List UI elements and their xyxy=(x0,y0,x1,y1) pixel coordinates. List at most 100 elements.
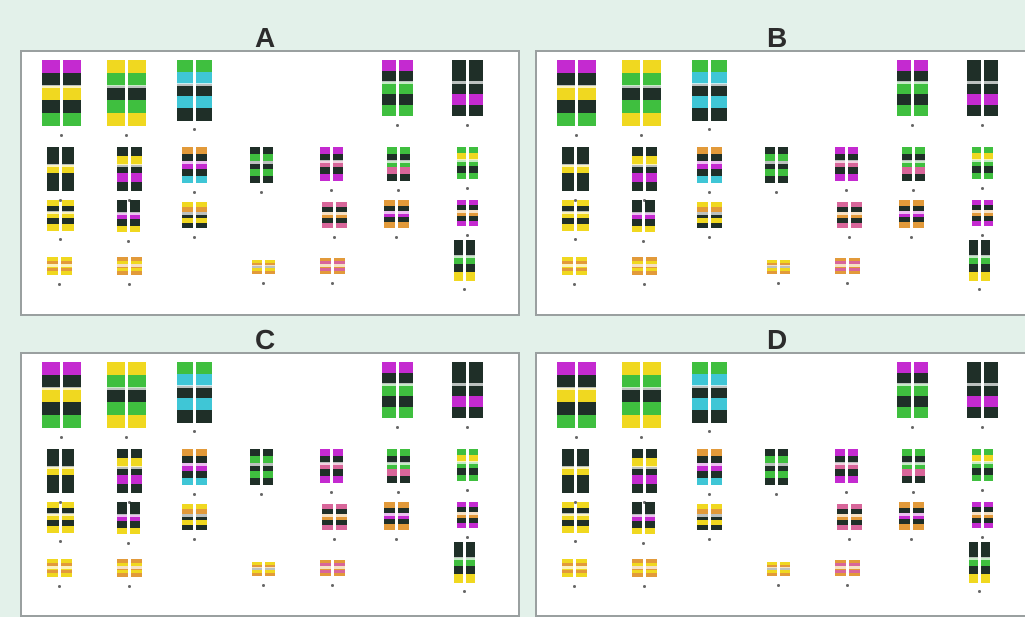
chromosome-band xyxy=(643,388,661,402)
chromosome-band xyxy=(42,86,60,100)
chromosome-label-mark xyxy=(395,236,398,239)
centromere xyxy=(399,81,413,84)
centromere xyxy=(117,164,128,167)
chromosome xyxy=(562,147,574,191)
chromosome-band xyxy=(400,174,410,181)
chromosome xyxy=(469,60,483,116)
chromosome-label-mark xyxy=(396,124,399,127)
chromosome-label-mark xyxy=(574,238,577,241)
centromere xyxy=(182,463,193,466)
chromosome-label-mark xyxy=(775,191,778,194)
chromosome-band xyxy=(336,525,347,531)
centromere xyxy=(400,462,410,465)
chromosome-label-mark xyxy=(396,426,399,429)
chromosome-band xyxy=(578,388,596,402)
chromosome-band xyxy=(457,221,466,227)
chromosome xyxy=(972,449,981,481)
centromere xyxy=(469,159,478,162)
chromosome-band xyxy=(42,415,60,429)
chromosome-band xyxy=(47,484,59,493)
chromosome xyxy=(382,362,396,418)
chromosome xyxy=(469,502,478,528)
chromosome xyxy=(562,559,573,577)
chromosome-band xyxy=(398,222,409,228)
chromosome-band xyxy=(967,362,981,374)
chromosome xyxy=(577,449,589,493)
chromosome xyxy=(849,258,860,274)
chromosome-band xyxy=(177,362,193,375)
chromosome xyxy=(400,147,410,181)
chromosome xyxy=(711,449,722,485)
chromosome-band xyxy=(711,398,727,411)
chromosome xyxy=(42,362,60,428)
chromosome xyxy=(562,502,574,532)
chromosome-band xyxy=(778,478,788,486)
chromosome-band xyxy=(578,113,596,127)
chromosome-band xyxy=(452,407,466,419)
chromosome xyxy=(399,60,413,116)
chromosome-band xyxy=(177,96,193,109)
centromere xyxy=(47,264,58,267)
chromosome-label-mark xyxy=(330,189,333,192)
chromosome-band xyxy=(322,525,333,531)
chromosome-band xyxy=(47,271,58,275)
chromosome xyxy=(263,449,273,485)
chromosome-band xyxy=(914,60,928,72)
centromere xyxy=(196,514,207,517)
centromere xyxy=(562,211,574,214)
chromosome-band xyxy=(457,475,466,482)
chromosome-band xyxy=(182,525,193,531)
chromosome-label-mark xyxy=(640,134,643,137)
chromosome-band xyxy=(711,176,722,184)
centromere xyxy=(469,383,483,386)
centromere xyxy=(848,462,858,465)
centromere xyxy=(711,83,727,86)
chromosome-band xyxy=(457,523,466,529)
chromosome xyxy=(711,202,722,228)
centromere xyxy=(981,557,990,560)
centromere xyxy=(984,512,993,515)
chromosome-band xyxy=(128,113,146,127)
chromosome xyxy=(984,502,993,528)
chromosome-band xyxy=(984,362,998,374)
chromosome-band xyxy=(177,398,193,411)
chromosome-band xyxy=(63,362,81,376)
centromere xyxy=(897,383,911,386)
centromere xyxy=(333,462,343,465)
chromosome-band xyxy=(914,362,928,374)
centromere xyxy=(42,85,60,88)
centromere xyxy=(398,211,409,214)
chromosome-band xyxy=(42,100,60,114)
chromosome-band xyxy=(697,525,708,531)
chromosome-label-mark xyxy=(262,584,265,587)
chromosome-band xyxy=(117,573,128,577)
chromosome-band xyxy=(897,407,911,419)
centromere xyxy=(984,81,998,84)
chromosome-band xyxy=(692,96,708,109)
chromosome xyxy=(643,362,661,428)
centromere xyxy=(622,85,640,88)
chromosome xyxy=(117,147,128,191)
chromosome-band xyxy=(196,410,212,423)
centromere xyxy=(107,85,125,88)
chromosome-band xyxy=(576,271,587,275)
chromosome-label-mark xyxy=(775,493,778,496)
chromosome xyxy=(384,502,395,530)
chromosome-label-mark xyxy=(848,236,851,239)
chromosome-band xyxy=(622,362,640,376)
centromere xyxy=(61,264,72,267)
centromere xyxy=(562,264,573,267)
centromere xyxy=(384,211,395,214)
chromosome-band xyxy=(117,271,128,275)
chromosome-band xyxy=(972,523,981,529)
chromosome xyxy=(646,257,657,275)
chromosome-band xyxy=(384,222,395,228)
centromere xyxy=(196,161,207,164)
chromosome-band xyxy=(711,410,727,423)
chromosome-band xyxy=(984,94,998,106)
chromosome-band xyxy=(692,362,708,375)
chromosome-band xyxy=(469,407,483,419)
centromere xyxy=(851,514,862,517)
chromosome xyxy=(576,257,587,275)
chromosome-label-mark xyxy=(466,536,469,539)
